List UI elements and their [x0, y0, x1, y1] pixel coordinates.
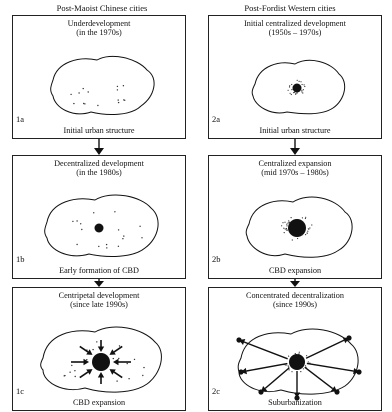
panel-period: (since late 1990s): [70, 300, 128, 309]
panel-id: 1a: [16, 114, 25, 124]
cbd-core: [292, 83, 302, 93]
panel-id: 2c: [212, 386, 221, 396]
panel-caption: Initial urban structure: [259, 126, 331, 135]
arrow-1b-to-1c: [94, 279, 104, 287]
cbd-core: [289, 354, 305, 370]
panel-2b: Centralized expansion (mid 1970s – 1980s…: [208, 155, 382, 279]
panel-title: Centralized expansion: [258, 159, 332, 168]
suburbanization-arrows: [236, 335, 362, 401]
panel-id: 2b: [212, 254, 221, 264]
city-shape-1c: [40, 326, 162, 393]
panel-1a: Underdevelopment (in the 1970s) 1a Initi…: [12, 15, 186, 139]
panel-1b: Decentralized development (in the 1980s)…: [12, 155, 186, 279]
city-shape-2b: [245, 196, 353, 258]
panel-id: 1c: [16, 386, 25, 396]
cbd-core: [288, 219, 306, 237]
arrow-2a-to-2b: [290, 139, 300, 155]
panel-caption: CBD expansion: [268, 266, 322, 275]
right-column-heading: Post-Fordist Western cities: [244, 3, 336, 13]
panel-title: Concentrated decentralization: [246, 291, 344, 300]
panel-caption: Initial urban structure: [63, 126, 135, 135]
panel-title: Underdevelopment: [67, 19, 131, 28]
panel-title: Centripetal development: [58, 291, 140, 300]
core-halo-dots: [287, 79, 306, 96]
panel-caption: CBD expansion: [72, 398, 126, 407]
city-shape-2c: [236, 328, 362, 401]
arrow-1a-to-1b: [94, 139, 104, 155]
dispersed-development-dots: [70, 85, 126, 107]
city-shape-2a: [251, 59, 346, 115]
city-shape-1a: [50, 55, 155, 115]
panel-2a: Initial centralized development (1950s –…: [208, 15, 382, 139]
city-shape-1b: [44, 194, 159, 257]
panel-1c: Centripetal development (since late 1990…: [12, 287, 186, 411]
arrow-2b-to-2c: [290, 279, 300, 287]
panel-id: 1b: [16, 254, 25, 264]
panel-period: (mid 1970s – 1980s): [261, 168, 329, 177]
panel-caption: Early formation of CBD: [59, 266, 139, 275]
centripetal-arrows: [71, 340, 131, 384]
panel-2c: Concentrated decentralization (since 199…: [208, 287, 382, 411]
panel-period: (1950s – 1970s): [268, 28, 322, 37]
panel-period: (in the 1970s): [76, 28, 122, 37]
panel-id: 2a: [212, 114, 221, 124]
core-halo-dots: [281, 216, 313, 241]
cbd-core: [92, 353, 110, 371]
panel-title: Initial centralized development: [244, 19, 346, 28]
panel-caption: Suburbanization: [268, 398, 322, 407]
dispersed-development-dots: [72, 211, 143, 249]
panel-title: Decentralized development: [54, 159, 144, 168]
panel-period: (in the 1980s): [76, 168, 122, 177]
left-column-heading: Post-Maoist Chinese cities: [56, 3, 148, 13]
cbd-core: [94, 223, 104, 233]
panel-period: (since 1990s): [273, 300, 317, 309]
